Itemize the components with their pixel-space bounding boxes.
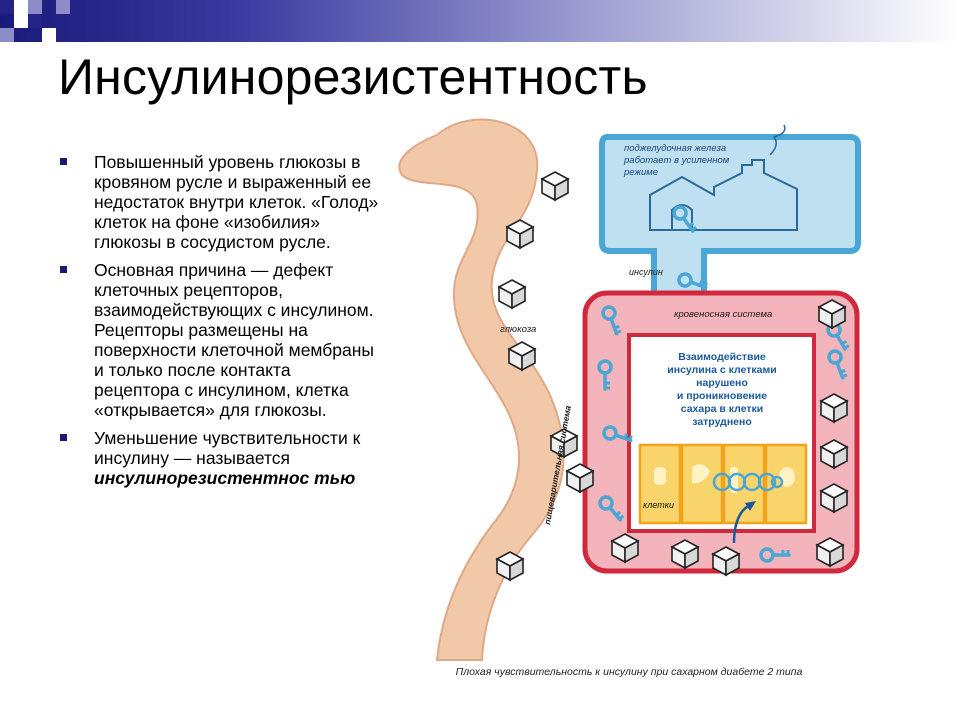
decor-square	[56, 0, 70, 14]
cells-label: клетки	[643, 500, 674, 510]
sugar-cube-icon	[671, 539, 699, 569]
decor-square	[0, 0, 14, 14]
center-text: нарушено	[696, 377, 748, 389]
insulin-resistance-illustration: поджелудочная железа работает в усиленно…	[398, 118, 861, 661]
digestive-tract	[398, 118, 565, 661]
decor-square	[28, 0, 42, 14]
sugar-cube-icon	[496, 551, 524, 581]
bullet-emphasis: инсулинорезистентнос тью	[94, 468, 356, 488]
glucose-label: глюкоза	[500, 324, 536, 335]
sugar-cube-icon	[712, 546, 740, 576]
bullet-square-icon	[60, 158, 67, 165]
sugar-cube-icon	[611, 533, 639, 563]
illustration-caption: Плохая чувствительность к инсулину при с…	[455, 666, 803, 678]
pancreas-label: поджелудочная железа	[624, 143, 726, 154]
sugar-cube-icon	[816, 537, 844, 567]
bullet-item: Уменьшение чувствительности к инсулину —…	[60, 428, 380, 488]
bullet-square-icon	[60, 266, 67, 273]
bullet-text: Основная причина — дефект клеточных реце…	[94, 260, 374, 420]
decor-square	[14, 14, 28, 28]
factory-icon	[649, 159, 798, 231]
sugar-cube-icon	[506, 219, 534, 249]
sugar-cube-icon	[508, 341, 536, 371]
insulin-chain-icon	[712, 472, 784, 492]
sugar-cube-icon	[820, 393, 848, 423]
center-text: Взаимодействие	[678, 351, 766, 363]
sugar-cube-icon	[818, 299, 846, 329]
sugar-cube-icon	[820, 439, 848, 469]
header-band	[0, 0, 960, 42]
slide-title: Инсулинорезистентность	[58, 49, 648, 105]
decor-square	[0, 28, 14, 42]
center-text: инсулина с клетками	[667, 364, 776, 376]
bullet-text: Уменьшение чувствительности к инсулину —…	[94, 428, 361, 468]
insulin-label: инсулин	[629, 267, 663, 277]
center-text: и проникновение	[677, 390, 767, 402]
bullet-square-icon	[60, 434, 67, 441]
pancreas-label: режиме	[623, 167, 658, 178]
sugar-cube-icon	[498, 279, 526, 309]
center-text: затруднено	[692, 416, 752, 428]
decor-square	[42, 28, 56, 42]
center-text: сахара в клетки	[681, 403, 764, 415]
pancreas-label: работает в усиленном	[623, 155, 730, 166]
sugar-cube-icon	[820, 483, 848, 513]
sugar-cube-icon	[566, 463, 594, 493]
bullet-item: Основная причина — дефект клеточных реце…	[60, 260, 380, 420]
sugar-cube-icon	[541, 171, 569, 201]
bullet-list: Повышенный уровень глюкозы в кровяном ру…	[60, 152, 380, 496]
decor-square	[28, 14, 42, 28]
bullet-text: Повышенный уровень глюкозы в кровяном ру…	[94, 152, 379, 252]
decor-square	[14, 0, 28, 14]
bullet-item: Повышенный уровень глюкозы в кровяном ру…	[60, 152, 380, 252]
blood-system-label: кровеносная система	[674, 309, 772, 320]
